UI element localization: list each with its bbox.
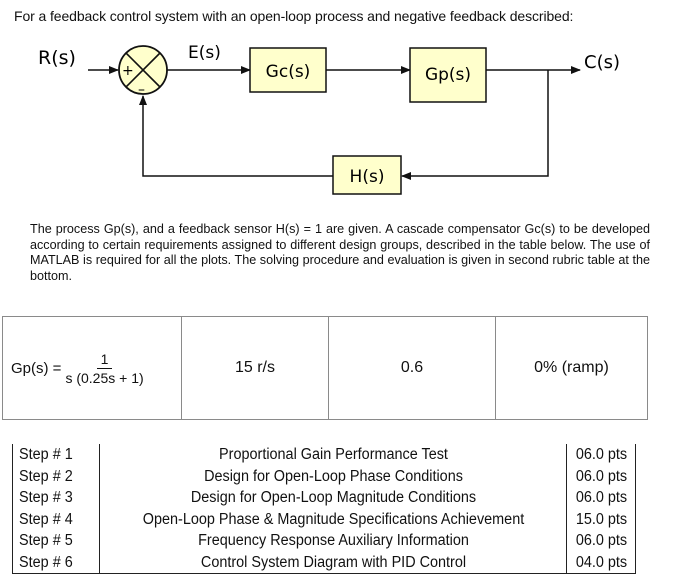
gp-cell: Gp(s) = 1 s (0.25s + 1): [2, 316, 182, 420]
bandwidth-cell: 15 r/s: [181, 316, 329, 420]
rubric-description: Design for Open-Loop Magnitude Condition…: [115, 487, 551, 509]
damping-cell: 0.6: [328, 316, 496, 420]
feedback-path-left: [139, 95, 333, 177]
rubric-row: Step # 5 Frequency Response Auxiliary In…: [12, 530, 636, 552]
rubric-points: 06.0 pts: [568, 487, 634, 509]
sum-minus-sign: –: [138, 82, 145, 98]
block-diagram: R(s) + – E(s) Gc(s) Gp(s) C(s) H(s): [38, 43, 620, 195]
feedback-path-right: [401, 70, 549, 180]
rubric-row: Step # 2 Design for Open-Loop Phase Cond…: [12, 465, 636, 487]
gp-numerator: 1: [96, 351, 113, 369]
rubric-step: Step # 5: [12, 530, 94, 552]
rubric-points: 04.0 pts: [568, 551, 634, 574]
gc-block: [249, 47, 327, 93]
gp-equation: Gp(s) = 1 s (0.25s + 1): [11, 351, 144, 386]
gp-fraction: 1 s (0.25s + 1): [65, 351, 143, 386]
gc-label: Gc(s): [266, 62, 311, 82]
rubric-step: Step # 1: [12, 444, 94, 466]
rubric-points: 06.0 pts: [568, 465, 634, 487]
rubric-description: Open-Loop Phase & Magnitude Specificatio…: [115, 508, 551, 530]
rubric-description: Design for Open-Loop Phase Conditions: [115, 465, 551, 487]
h-block: [332, 155, 402, 195]
error-label: E(s): [188, 43, 221, 63]
rubric-row: Step # 4 Open-Loop Phase & Magnitude Spe…: [12, 508, 636, 530]
gp-prefix: Gp(s) =: [11, 359, 62, 377]
parameters-row: Gp(s) = 1 s (0.25s + 1) 15 r/s 0.6 0% (r…: [2, 316, 648, 420]
summing-junction: + –: [118, 45, 168, 98]
sum-plus-sign: +: [122, 63, 134, 79]
rubric-step: Step # 4: [12, 508, 94, 530]
rubric-points: 15.0 pts: [568, 508, 634, 530]
gp-denominator: s (0.25s + 1): [65, 369, 144, 386]
rubric-table: Step # 1 Proportional Gain Performance T…: [12, 444, 636, 574]
gp-block: [409, 47, 487, 103]
rubric-description: Proportional Gain Performance Test: [115, 444, 551, 466]
error-spec-cell: 0% (ramp): [495, 316, 648, 420]
h-label: H(s): [350, 167, 385, 187]
rubric-step: Step # 2: [12, 465, 94, 487]
problem-description: The process Gp(s), and a feedback sensor…: [30, 222, 650, 283]
rubric-points: 06.0 pts: [568, 444, 634, 466]
rubric-points: 06.0 pts: [568, 530, 634, 552]
gp-label: Gp(s): [425, 65, 471, 85]
parameters-table: Gp(s) = 1 s (0.25s + 1) 15 r/s 0.6 0% (r…: [2, 316, 648, 420]
input-label: R(s): [38, 47, 76, 69]
intro-text: For a feedback control system with an op…: [14, 8, 574, 24]
rubric-row: Step # 6 Control System Diagram with PID…: [12, 551, 636, 574]
rubric-row: Step # 3 Design for Open-Loop Magnitude …: [12, 487, 636, 509]
rubric-description: Control System Diagram with PID Control: [115, 551, 551, 574]
rubric-description: Frequency Response Auxiliary Information: [115, 530, 551, 552]
output-label: C(s): [584, 52, 620, 73]
rubric-step: Step # 6: [12, 551, 94, 574]
rubric-step: Step # 3: [12, 487, 94, 509]
rubric-row: Step # 1 Proportional Gain Performance T…: [12, 444, 636, 466]
